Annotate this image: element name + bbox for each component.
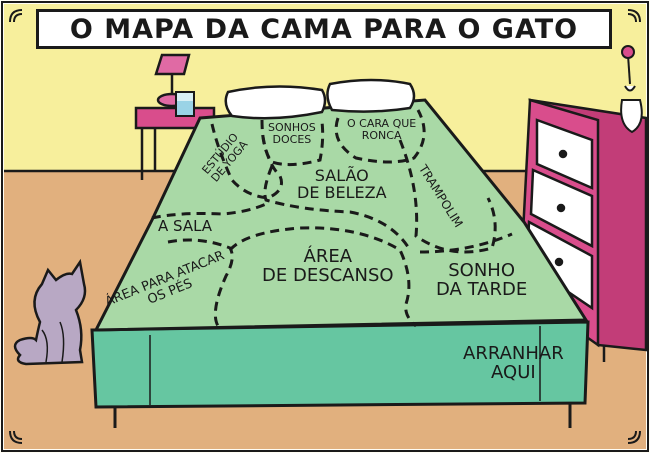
zone-o-cara-que-ronca-line-2: RONCA	[361, 128, 402, 142]
zone-o-cara-que-ronca-line-1: O CARA QUE	[347, 117, 417, 130]
zone-salao-de-beleza-line-1: SALÃO	[314, 166, 369, 185]
zone-sonhos-doces-line-2: DOCES	[272, 132, 312, 146]
zone-sonho-da-tarde: SONHO DA TARDE	[436, 260, 528, 300]
zone-area-de-descanso: ÁREA DE DESCANSO	[262, 246, 394, 286]
zone-a-sala: A SALA	[158, 217, 213, 235]
zone-salao-de-beleza-line-2: DE BELEZA	[297, 182, 387, 202]
dresser	[518, 98, 648, 362]
zone-arranhar-aqui-line-1: ARRANHAR	[463, 343, 564, 364]
bed-top	[93, 98, 589, 332]
zone-sonho-da-tarde-line-1: SONHO	[448, 260, 515, 281]
zone-area-de-descanso-line-2: DE DESCANSO	[262, 264, 394, 286]
zone-arranhar-aqui: ARRANHAR AQUI	[463, 343, 564, 383]
corner-flourish-icon	[9, 9, 641, 444]
zone-o-cara-que-ronca: O CARA QUE RONCA	[347, 118, 416, 141]
zone-a-sala-line-1: A SALA	[158, 217, 213, 235]
page-title: O MAPA DA CAMA PARA O GATO	[69, 13, 579, 45]
zone-sonho-da-tarde-line-2: DA TARDE	[436, 278, 528, 300]
zone-area-de-descanso-line-1: ÁREA	[303, 246, 353, 267]
title-banner: O MAPA DA CAMA PARA O GATO	[36, 9, 612, 49]
glass-icon	[175, 91, 195, 117]
zone-arranhar-aqui-line-2: AQUI	[491, 361, 536, 383]
flower-vase-icon	[620, 45, 643, 134]
zone-boundaries	[151, 109, 513, 328]
zone-salao-de-beleza: SALÃO DE BELEZA	[297, 166, 387, 202]
pillows	[224, 78, 416, 120]
zone-sonhos-doces: SONHOS DOCES	[268, 122, 316, 145]
zone-sonhos-doces-line-1: SONHOS	[268, 121, 316, 134]
